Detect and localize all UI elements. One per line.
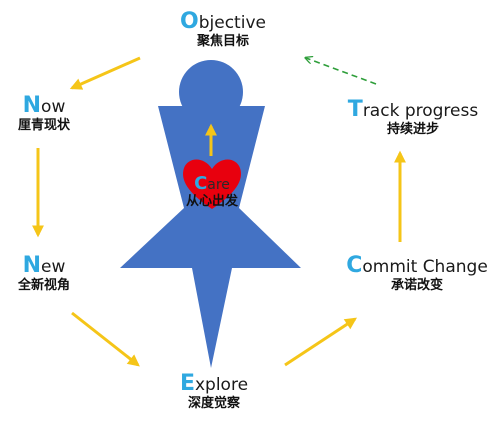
node-commit-subtitle: 承诺改变 (390, 278, 443, 293)
node-now-title: Now (8, 93, 80, 118)
node-now-subtitle: 厘青现状 (17, 118, 70, 133)
node-track-title: Track progress (340, 97, 486, 122)
node-now-initial: N (22, 93, 42, 118)
node-now-rest: ow (41, 97, 66, 117)
node-objective-initial: O (180, 9, 199, 34)
arrow-track-to-objective-dashed (306, 58, 377, 85)
node-explore-subtitle: 深度觉察 (187, 396, 240, 411)
node-new-title: New (8, 253, 80, 278)
node-care: Care 从心出发 (176, 173, 248, 210)
node-explore-initial: E (179, 371, 195, 396)
node-objective-title: Objective (168, 9, 278, 34)
node-explore: Explore 深度觉察 (166, 371, 262, 412)
arrow-explore-to-commit (284, 317, 358, 367)
node-track-rest: rack progress (362, 101, 479, 121)
node-commit-title: Commit Change (340, 253, 494, 278)
node-new-subtitle: 全新视角 (17, 278, 70, 293)
node-track-subtitle: 持续进步 (386, 122, 439, 137)
node-now: Now 厘青现状 (8, 93, 80, 134)
node-new-rest: ew (41, 257, 66, 277)
figure-body (120, 106, 301, 368)
node-objective-rest: bjective (198, 13, 266, 33)
node-care-subtitle: 从心出发 (185, 194, 238, 209)
node-objective: Objective 聚焦目标 (168, 9, 278, 50)
node-care-initial: C (194, 173, 208, 194)
heart-icon (183, 159, 241, 209)
node-track-initial: T (347, 97, 363, 122)
node-track-progress: Track progress 持续进步 (340, 97, 486, 138)
node-commit-change: Commit Change 承诺改变 (340, 253, 494, 294)
node-commit-initial: C (346, 253, 363, 278)
arrow-objective-to-now (69, 56, 141, 90)
arrow-new-to-explore (71, 311, 140, 367)
node-objective-subtitle: 聚焦目标 (196, 34, 249, 49)
node-explore-title: Explore (166, 371, 262, 396)
figure-head (179, 60, 243, 124)
node-care-rest: are (207, 177, 230, 193)
node-new: New 全新视角 (8, 253, 80, 294)
node-explore-rest: xplore (194, 375, 249, 395)
node-new-initial: N (22, 253, 42, 278)
node-commit-rest: ommit Change (362, 257, 488, 277)
node-care-title: Care (176, 173, 248, 194)
